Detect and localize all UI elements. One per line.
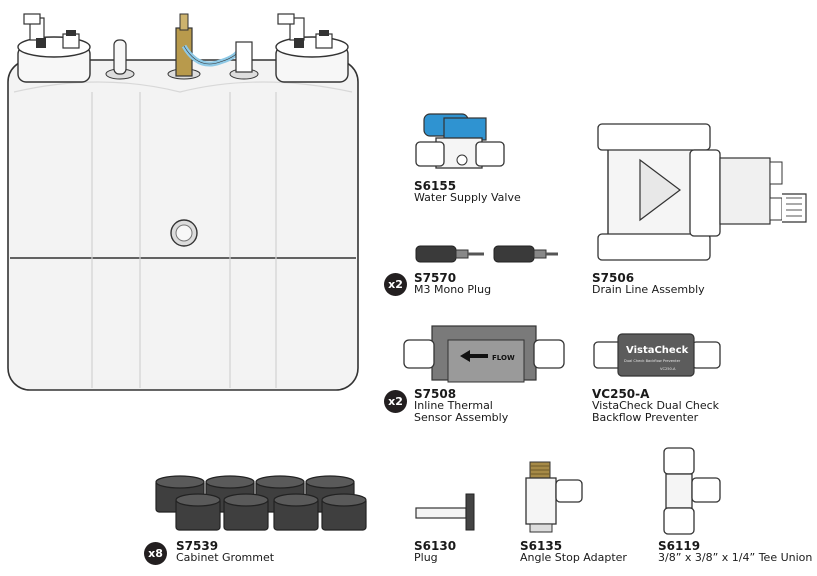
plug-image	[415, 493, 475, 531]
part-code: S7539	[176, 539, 219, 553]
angle-stop-adapter-image	[525, 461, 583, 533]
part-name: Cabinet Grommet	[176, 551, 275, 564]
part-name: Angle Stop Adapter	[520, 551, 627, 564]
cabinet-grommets-image	[155, 475, 367, 531]
part-s7570: S7570 M3 Mono Plug	[414, 272, 491, 296]
part-code: S7508	[414, 387, 457, 401]
part-name-line-2: Sensor Assembly	[414, 411, 509, 424]
sensor-flow-text: FLOW	[492, 354, 515, 362]
vistacheck-subtitle: Dual Check Backflow Preventer	[624, 359, 681, 363]
tee-union-image	[663, 447, 721, 535]
part-s7508: S7508 Inline Thermal Sensor Assembly	[414, 388, 508, 424]
part-s6119: S6119 3/8” x 3/8” x 1/4” Tee Union	[658, 540, 812, 564]
part-code: S7570	[414, 271, 457, 285]
part-name: M3 Mono Plug	[414, 283, 492, 296]
part-code: S6135	[520, 539, 563, 553]
part-vc250a: VC250-A VistaCheck Dual Check Backflow P…	[592, 388, 719, 424]
part-name-line-1: VistaCheck Dual Check	[592, 399, 720, 412]
part-code: S6119	[658, 539, 701, 553]
vistacheck-image: VistaCheck Dual Check Backflow Preventer…	[593, 333, 721, 377]
part-s6130: S6130 Plug	[414, 540, 456, 564]
part-code: S7506	[592, 271, 635, 285]
part-code: S6155	[414, 179, 457, 193]
part-s7506: S7506 Drain Line Assembly	[592, 272, 705, 296]
part-s6155: S6155 Water Supply Valve	[414, 180, 521, 204]
part-name: 3/8” x 3/8” x 1/4” Tee Union	[658, 551, 813, 564]
part-s7539: S7539 Cabinet Grommet	[176, 540, 274, 564]
part-name: Plug	[414, 551, 438, 564]
mono-plug-image	[415, 245, 558, 263]
quantity-badge: x2	[384, 273, 407, 296]
part-s6135: S6135 Angle Stop Adapter	[520, 540, 627, 564]
part-code: S6130	[414, 539, 457, 553]
drain-line-assembly-image	[597, 123, 807, 261]
part-name: Drain Line Assembly	[592, 283, 705, 296]
part-name-line-1: Inline Thermal	[414, 399, 493, 412]
part-name-line-2: Backflow Preventer	[592, 411, 699, 424]
quantity-badge: x8	[144, 542, 167, 565]
tank	[7, 13, 359, 391]
water-supply-valve-image	[415, 113, 505, 169]
vistacheck-brand: VistaCheck	[626, 345, 689, 356]
part-code: VC250-A	[592, 387, 650, 401]
inline-thermal-sensor-image: FLOW	[403, 325, 565, 383]
vistacheck-part: VC250-A	[660, 367, 676, 371]
quantity-badge: x2	[384, 390, 407, 413]
part-name: Water Supply Valve	[414, 191, 521, 204]
